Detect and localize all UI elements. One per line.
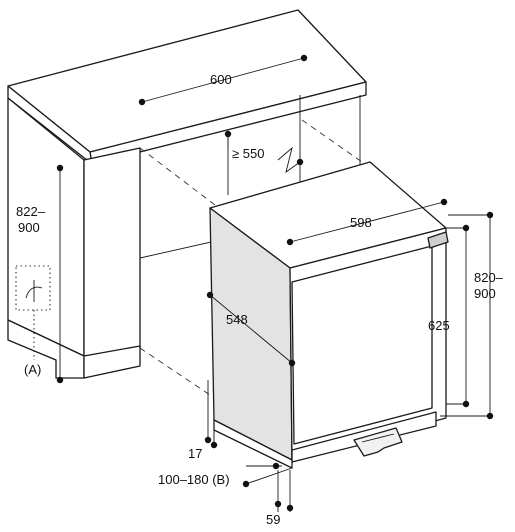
dimension-labels: 600 ≥ 550 822– 900 598 548 820– 900 625 … bbox=[16, 72, 504, 527]
dimension-lines bbox=[56, 54, 494, 512]
top-hinge bbox=[427, 231, 449, 249]
label-appliance-depth: 548 bbox=[226, 312, 248, 327]
socket-box bbox=[15, 265, 51, 311]
cabinet bbox=[7, 9, 367, 396]
label-niche-height-1: 822– bbox=[16, 204, 46, 219]
appliance-door bbox=[291, 245, 433, 445]
label-appliance-height-1: 820– bbox=[474, 270, 504, 285]
label-door-height: 625 bbox=[428, 318, 450, 333]
appliance bbox=[209, 161, 449, 469]
label-socket: (A) bbox=[24, 362, 41, 377]
label-plinth: 100–180 (B) bbox=[158, 472, 230, 487]
label-niche-depth: ≥ 550 bbox=[232, 146, 264, 161]
cabinet-side-front bbox=[83, 147, 141, 357]
socket-symbol bbox=[25, 286, 43, 299]
label-niche-height-2: 900 bbox=[18, 220, 40, 235]
cabinet-plinth-front bbox=[83, 345, 141, 379]
label-bottom: 59 bbox=[266, 512, 280, 527]
label-appliance-width: 598 bbox=[350, 215, 372, 230]
label-worktop-width: 600 bbox=[210, 72, 232, 87]
label-gap: 17 bbox=[188, 446, 202, 461]
label-appliance-height-2: 900 bbox=[474, 286, 496, 301]
